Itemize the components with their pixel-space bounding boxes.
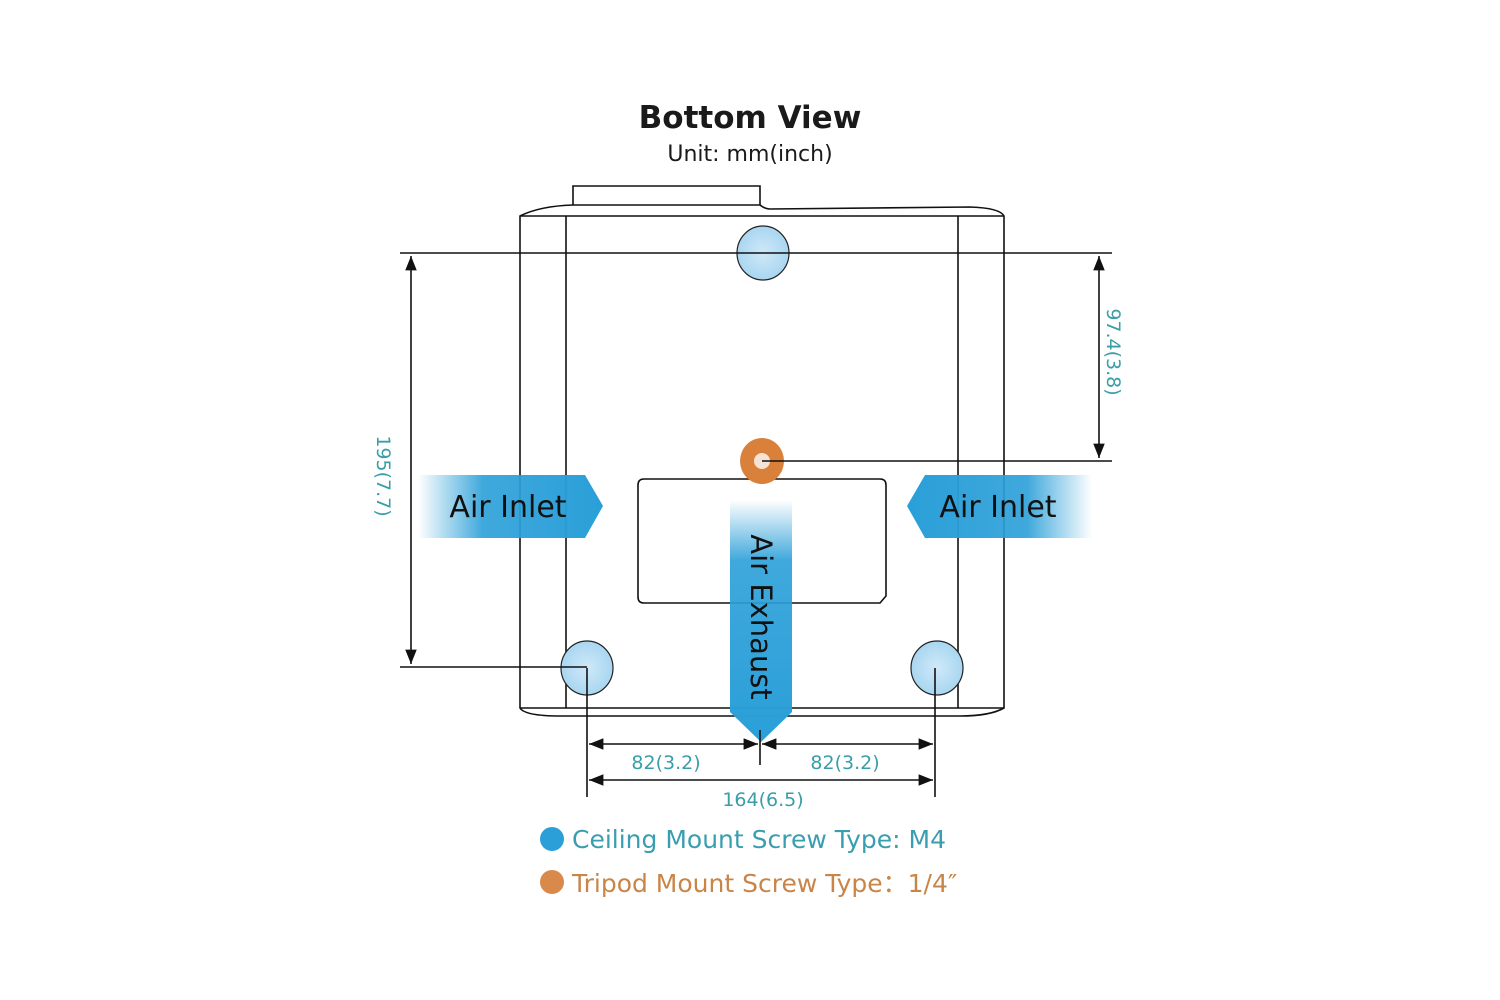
air-exhaust-arrow: Air Exhaust: [730, 500, 792, 742]
dimension-half-width-right: 82(3.2): [810, 752, 879, 774]
ceiling-mount-legend-dot: [540, 827, 564, 851]
air-inlet-left-label: Air Inlet: [449, 490, 566, 525]
ceiling-mount-hole-bottom-right: [910, 640, 964, 696]
unit-label: Unit: mm(inch): [667, 142, 832, 167]
air-inlet-left-arrow: Air Inlet: [418, 475, 603, 538]
dimension-tripod-offset: 97.4(3.8): [1102, 308, 1124, 395]
dimension-half-width-left: 82(3.2): [631, 752, 700, 774]
dimension-lines: [400, 252, 1112, 797]
air-exhaust-label: Air Exhaust: [744, 534, 778, 700]
page-title: Bottom View: [639, 100, 862, 136]
dimension-total-width: 164(6.5): [722, 789, 803, 811]
legend: Ceiling Mount Screw Type: M4 Tripod Moun…: [540, 825, 957, 898]
legend-tripod-mount: Tripod Mount Screw Type：1/4″: [571, 869, 957, 898]
air-inlet-right-arrow: Air Inlet: [907, 475, 1092, 538]
legend-ceiling-mount: Ceiling Mount Screw Type: M4: [572, 825, 946, 854]
tripod-mount-legend-dot: [540, 870, 564, 894]
device-outline: [519, 185, 1005, 717]
dimension-total-depth: 195(7.7): [372, 435, 394, 516]
air-inlet-right-label: Air Inlet: [939, 490, 1056, 525]
